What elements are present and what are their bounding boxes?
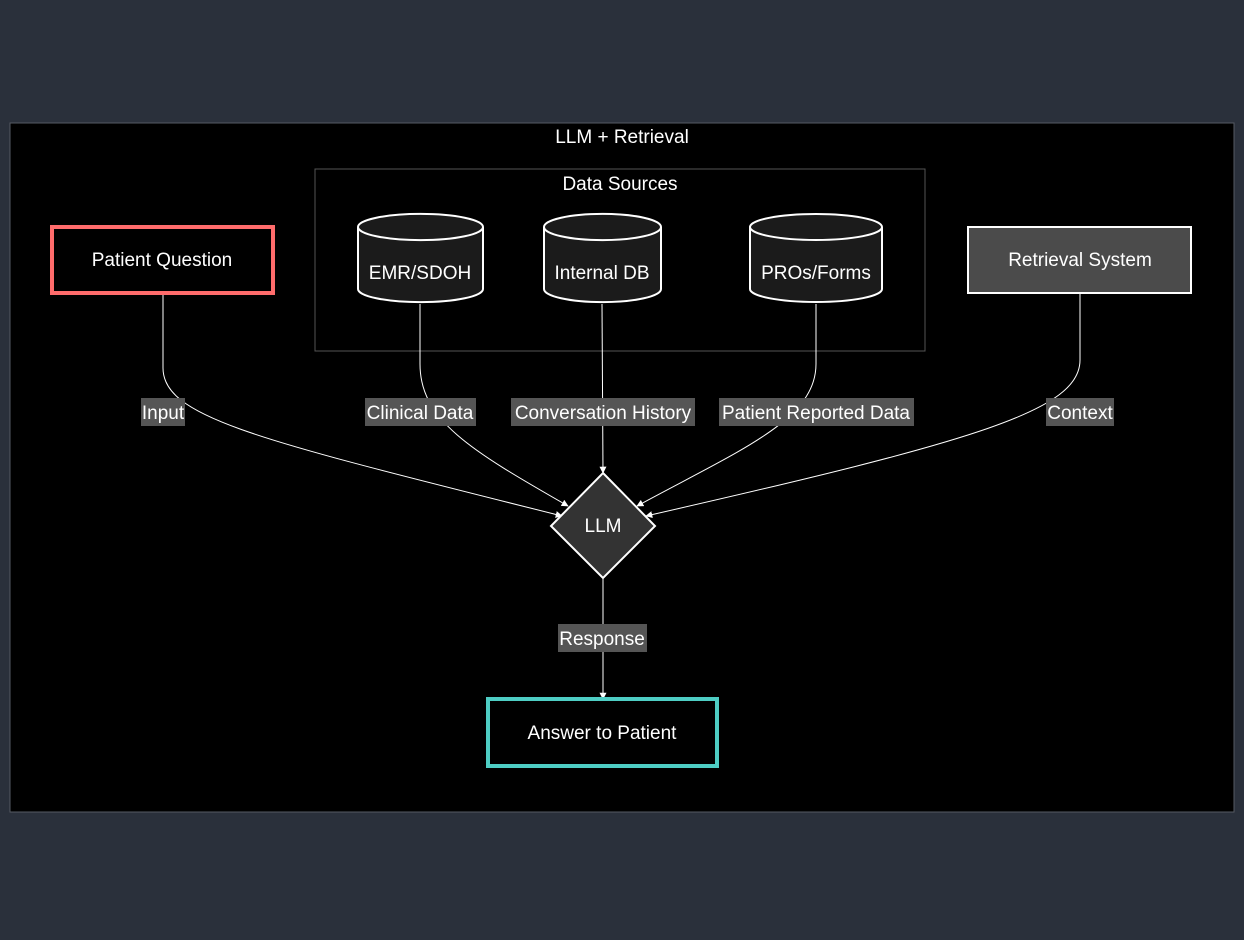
node-internal-db-label: Internal DB	[554, 263, 649, 284]
edge-label-conversation-history: Conversation History	[511, 398, 695, 426]
node-emr-sdoh-label: EMR/SDOH	[369, 263, 471, 284]
svg-text:Input: Input	[142, 403, 185, 424]
node-retrieval-system[interactable]: Retrieval System	[967, 226, 1192, 294]
node-retrieval-system-label: Retrieval System	[1008, 250, 1152, 271]
edge-label-input: Input	[141, 398, 185, 426]
data-sources-title: Data Sources	[562, 174, 677, 195]
edge-context	[645, 294, 1081, 519]
edge-input	[162, 294, 563, 518]
node-patient-question[interactable]: Patient Question	[50, 225, 275, 295]
data-sources-group: Data Sources	[314, 168, 926, 352]
node-patient-question-label: Patient Question	[92, 250, 232, 271]
edge-label-context: Context	[1046, 398, 1114, 426]
svg-text:Clinical Data: Clinical Data	[367, 403, 474, 424]
edge-label-clinical-data: Clinical Data	[365, 398, 476, 426]
node-llm-label: LLM	[585, 516, 622, 537]
svg-text:Response: Response	[559, 629, 645, 650]
edge-label-response: Response	[558, 624, 647, 652]
node-llm[interactable]: LLM	[549, 471, 657, 580]
edge-label-patient-reported-data: Patient Reported Data	[719, 398, 914, 426]
node-internal-db[interactable]: Internal DB	[543, 212, 662, 304]
edge-patient-reported-data	[636, 304, 817, 507]
outer-group-title: LLM + Retrieval	[555, 127, 689, 148]
svg-text:Context: Context	[1047, 403, 1113, 424]
edge-clinical-data	[419, 304, 569, 507]
edges	[162, 294, 1081, 700]
node-pros-forms-label: PROs/Forms	[761, 263, 871, 284]
edge-labels: Input Clinical Data Conversation History…	[141, 398, 1114, 652]
node-answer-to-patient-label: Answer to Patient	[528, 723, 678, 744]
edge-conversation-history	[599, 303, 607, 474]
node-emr-sdoh[interactable]: EMR/SDOH	[357, 212, 484, 304]
svg-text:Patient Reported Data: Patient Reported Data	[722, 403, 910, 424]
node-pros-forms[interactable]: PROs/Forms	[749, 213, 883, 303]
svg-text:Conversation History: Conversation History	[515, 403, 692, 424]
node-answer-to-patient[interactable]: Answer to Patient	[486, 697, 719, 768]
